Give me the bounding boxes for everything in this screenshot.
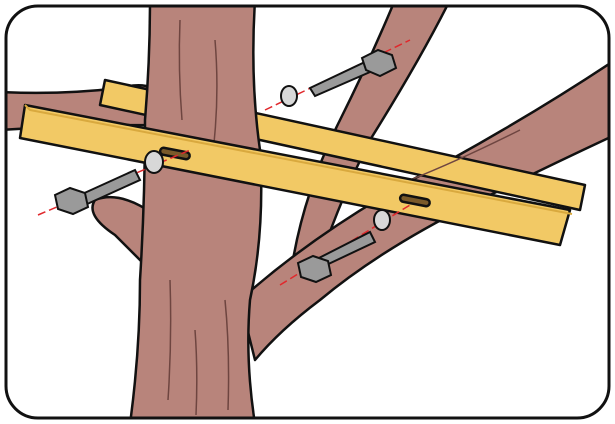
screw-left (53, 150, 164, 216)
screw-top (280, 48, 398, 107)
trunk (128, 6, 263, 418)
washer-left (144, 150, 164, 174)
frame-border (4, 4, 611, 420)
front-board (18, 103, 572, 247)
screw-lower (296, 209, 391, 284)
washer-lower (373, 209, 391, 231)
washer-top (280, 85, 298, 107)
branch-lower-left (91, 195, 157, 272)
